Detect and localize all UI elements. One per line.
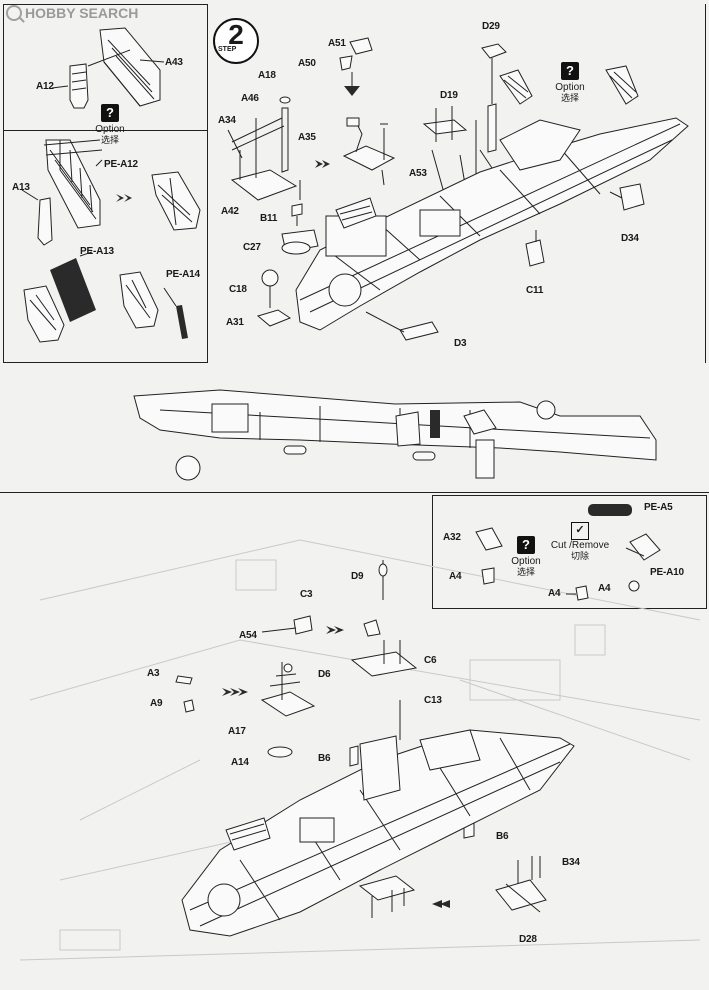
label-c27: C27 [243,242,261,253]
label-pe-a10: PE-A10 [650,567,684,578]
label-a50: A50 [298,58,316,69]
option-label-cn: 选择 [100,135,119,146]
step-label: STEP [218,46,237,53]
step-number: 2 [228,19,244,50]
label-a42: A42 [221,206,239,217]
option-note-lower: ? Option 选择 [498,536,554,578]
label-a9: A9 [150,698,163,709]
question-mark-icon: ? [561,62,579,80]
watermark: HOBBY SEARCH [6,5,138,21]
hull-lower [181,729,575,937]
hull-upper [295,117,689,331]
cut-remove-icon: ✓ [571,522,589,540]
label-a32: A32 [443,532,461,543]
main-panel-step2 [207,4,706,363]
label-a4-2: A4 [548,588,561,599]
sub-panel-option-pe [432,495,707,609]
option-note-left: ? Option 选择 [82,104,138,146]
label-a53: A53 [409,168,427,179]
cut-remove-note: ✓ Cut /Remove 切除 [544,522,616,563]
label-a18: A18 [258,70,276,81]
step2-upper-parts [227,37,645,341]
label-pe-a5: PE-A5 [644,502,673,513]
option-label-cn: 选择 [516,567,535,578]
label-b6-1: B6 [318,753,331,764]
label-c3: C3 [300,589,313,600]
label-a43: A43 [165,57,183,68]
question-mark-icon: ? [517,536,535,554]
option-label-en: Option [511,556,541,567]
photo-etch-group [21,139,201,343]
label-a35: A35 [298,132,316,143]
option-label-en: Option [555,82,585,93]
label-a17: A17 [228,726,246,737]
question-mark-icon: ? [101,104,119,122]
label-a4-3: A4 [598,583,611,594]
label-a14: A14 [231,757,249,768]
step2-lower-parts [175,560,547,918]
label-a51: A51 [328,38,346,49]
step-badge: 2 STEP [213,18,259,64]
label-a34: A34 [218,115,236,126]
label-a12: A12 [36,81,54,92]
magnifier-icon [6,5,22,21]
label-c6: C6 [424,655,437,666]
divider-line [0,492,709,493]
label-pe-a14: PE-A14 [166,269,200,280]
label-c11: C11 [526,285,544,296]
label-a31: A31 [226,317,244,328]
label-a3: A3 [147,668,160,679]
label-pe-a13: PE-A13 [80,246,114,257]
label-d9: D9 [351,571,364,582]
label-d6: D6 [318,669,331,680]
cut-remove-label-en: Cut /Remove [550,540,610,551]
part-a43-group [51,27,165,109]
label-d28: D28 [519,934,537,945]
watermark-text: HOBBY SEARCH [25,5,139,21]
label-a4-1: A4 [449,571,462,582]
label-a54: A54 [239,630,257,641]
label-b34: B34 [562,857,580,868]
option-label-cn: 选择 [560,93,579,104]
cut-remove-label-cn: 切除 [570,552,589,562]
label-pe-a12: PE-A12 [104,159,138,170]
label-d19: D19 [440,90,458,101]
label-a46: A46 [241,93,259,104]
label-b11: B11 [260,213,278,224]
hull-side-profile [133,389,657,481]
label-c13: C13 [424,695,442,706]
option-note-top: ? Option 选择 [542,62,598,104]
label-d3: D3 [454,338,467,349]
sub-panel-photo-etch [3,130,208,363]
label-b6-2: B6 [496,831,509,842]
label-c18: C18 [229,284,247,295]
option-pe-parts [475,504,661,601]
label-d34: D34 [621,233,639,244]
label-d29: D29 [482,21,500,32]
label-a13: A13 [12,182,30,193]
option-label-en: Option [95,124,125,135]
